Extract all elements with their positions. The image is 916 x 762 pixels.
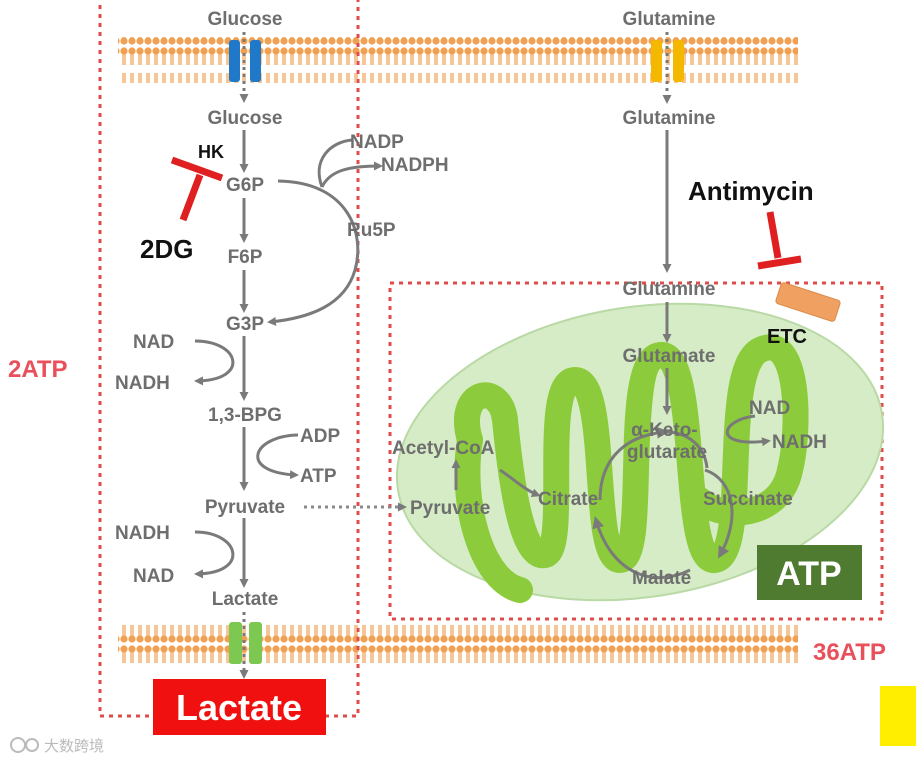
akg-label: α-Keto- glutarate	[627, 420, 707, 463]
hk-label: HK	[198, 142, 224, 162]
top-membrane	[118, 37, 798, 83]
glut-transporter-icon	[229, 40, 261, 82]
ru5p-label: Ru5P	[347, 220, 396, 241]
lactate-box	[153, 679, 326, 735]
atp-2-label: 2ATP	[8, 356, 68, 383]
watermark: 大数跨境	[10, 737, 104, 755]
bpg-label: 1,3-BPG	[208, 405, 282, 426]
2dg-label: 2DG	[140, 234, 193, 264]
nadh-label-3: NADH	[772, 432, 827, 453]
pyruvate-mito-label: Pyruvate	[410, 498, 490, 519]
antimycin-inhibitor-icon	[757, 211, 802, 270]
glutamine-mito-label: Glutamine	[623, 279, 716, 300]
glutamine-inside-label: Glutamine	[623, 108, 716, 129]
nad-label-2: NAD	[133, 566, 174, 587]
lactate-box-label: Lactate	[176, 687, 302, 728]
mct-transporter-icon	[229, 622, 262, 664]
watermark-text: 大数跨境	[44, 737, 104, 755]
atp-box-label: ATP	[776, 555, 841, 593]
acetyl-coa-label: Acetyl-CoA	[392, 438, 495, 459]
g3p-label: G3P	[226, 314, 264, 335]
nadh-label-2: NADH	[115, 523, 170, 544]
g6p-label: G6P	[226, 175, 264, 196]
atp-small-label: ATP	[300, 466, 337, 487]
nad-label-3: NAD	[749, 398, 790, 419]
nadp-label: NADP	[350, 132, 404, 153]
adp-label: ADP	[300, 426, 340, 447]
glutamine-transporter-icon	[651, 40, 684, 82]
antimycin-label: Antimycin	[688, 176, 814, 206]
lactate-inside-label: Lactate	[212, 589, 279, 610]
akg-label-line2: glutarate	[627, 442, 707, 463]
etc-complex-icon	[775, 282, 841, 322]
etc-label: ETC	[767, 326, 807, 348]
nad-label-1: NAD	[133, 332, 174, 353]
atp-box	[757, 545, 862, 600]
akg-label-line1: α-Keto-	[631, 420, 698, 441]
bottom-membrane	[118, 620, 798, 666]
mitochondrion-icon	[395, 302, 885, 603]
atp-36-label: 36ATP	[813, 639, 886, 666]
f6p-label: F6P	[228, 247, 263, 268]
nadph-label: NADPH	[381, 155, 449, 176]
succinate-label: Succinate	[703, 489, 793, 510]
mitochondria-box	[388, 281, 884, 621]
yellow-block	[880, 686, 916, 746]
citrate-label: Citrate	[538, 489, 598, 510]
nadh-label-1: NADH	[115, 373, 170, 394]
malate-label: Malate	[632, 568, 691, 589]
glucose-inside-label: Glucose	[208, 108, 283, 129]
glutamate-label: Glutamate	[623, 346, 716, 367]
glucose-outside-label: Glucose	[208, 9, 283, 30]
pyruvate-cyto-label: Pyruvate	[205, 497, 285, 518]
2dg-inhibitor-icon	[170, 156, 224, 222]
glutamine-outside-label: Glutamine	[623, 9, 716, 30]
